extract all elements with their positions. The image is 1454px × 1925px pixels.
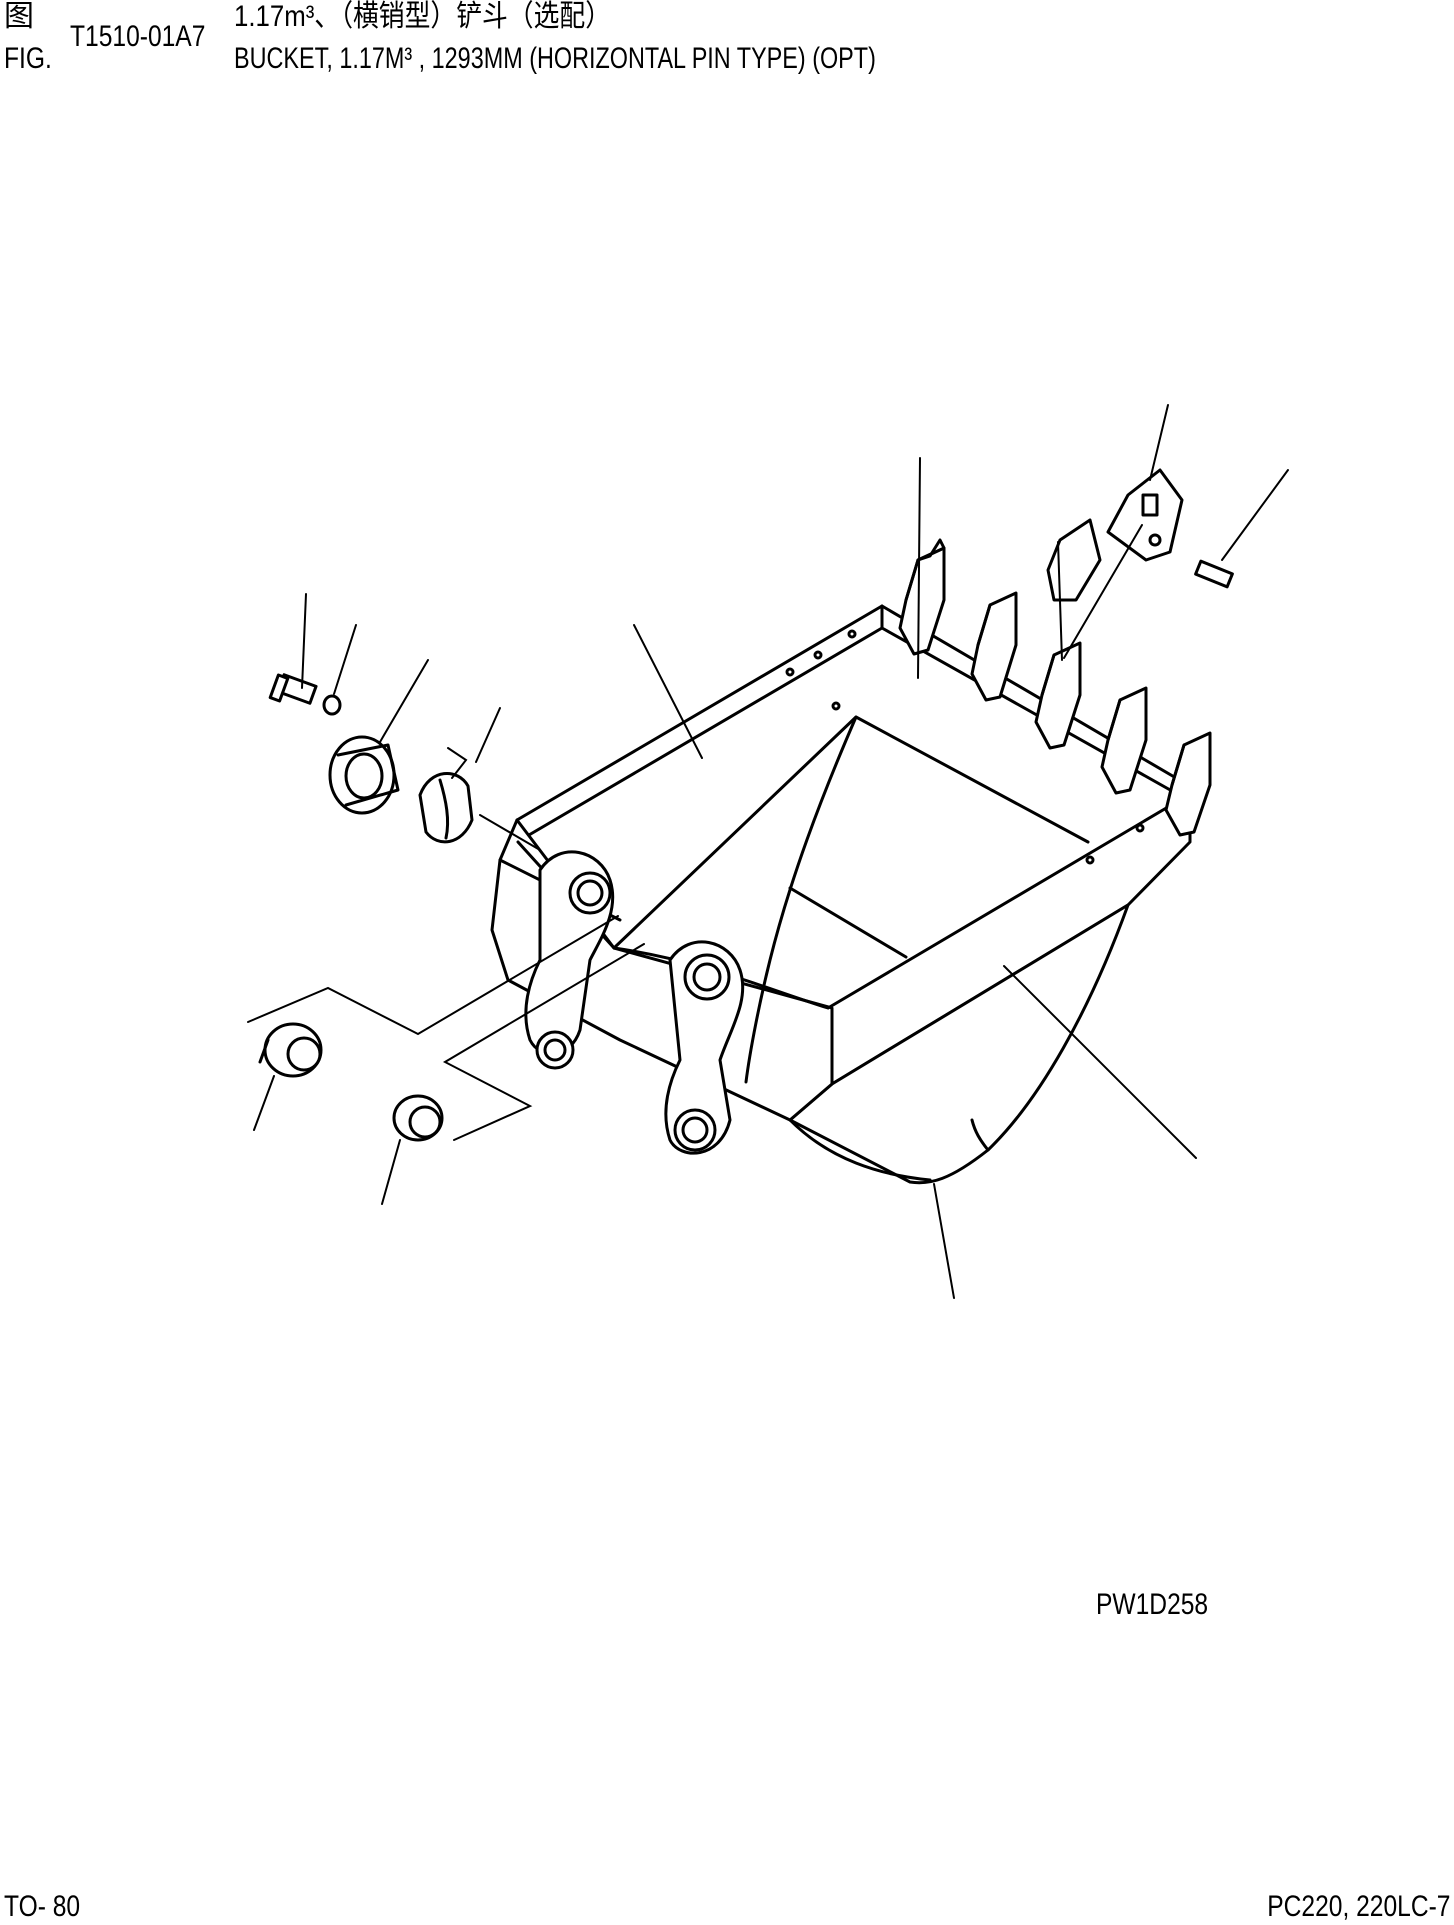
tooth-point-exploded [1106, 468, 1184, 562]
collar [328, 735, 400, 815]
tooth-adapter [1046, 518, 1102, 602]
bushing-2 [392, 1094, 444, 1142]
figure-label-cn: 图 [4, 0, 34, 33]
figure-label-en: FIG. [4, 42, 52, 75]
drawing-reference-code: PW1D258 [1096, 1588, 1209, 1621]
leader-lines [253, 404, 1289, 1299]
figure-title-en: BUCKET, 1.17M³ , 1293MM (HORIZONTAL PIN … [234, 42, 876, 75]
bushing-1 [258, 1022, 323, 1078]
machine-model: PC220, 220LC-7 [1266, 1890, 1450, 1923]
tooth [1100, 686, 1148, 795]
tooth [1164, 731, 1212, 837]
page-number: TO- 80 [4, 1890, 81, 1923]
tooth [970, 591, 1018, 702]
tooth [898, 538, 946, 656]
bolt [268, 673, 318, 705]
washer [322, 694, 342, 716]
tooth-pin-exploded [1194, 559, 1234, 589]
bucket-body [490, 604, 1192, 1185]
figure-title-cn: 1.17m³、（横销型）铲斗（选配） [234, 0, 612, 33]
bucket-teeth [898, 518, 1212, 837]
shim-plate [418, 771, 474, 844]
figure-code: T1510-01A7 [70, 20, 206, 53]
tooth [1034, 641, 1082, 750]
assembly-guides [247, 747, 645, 1141]
